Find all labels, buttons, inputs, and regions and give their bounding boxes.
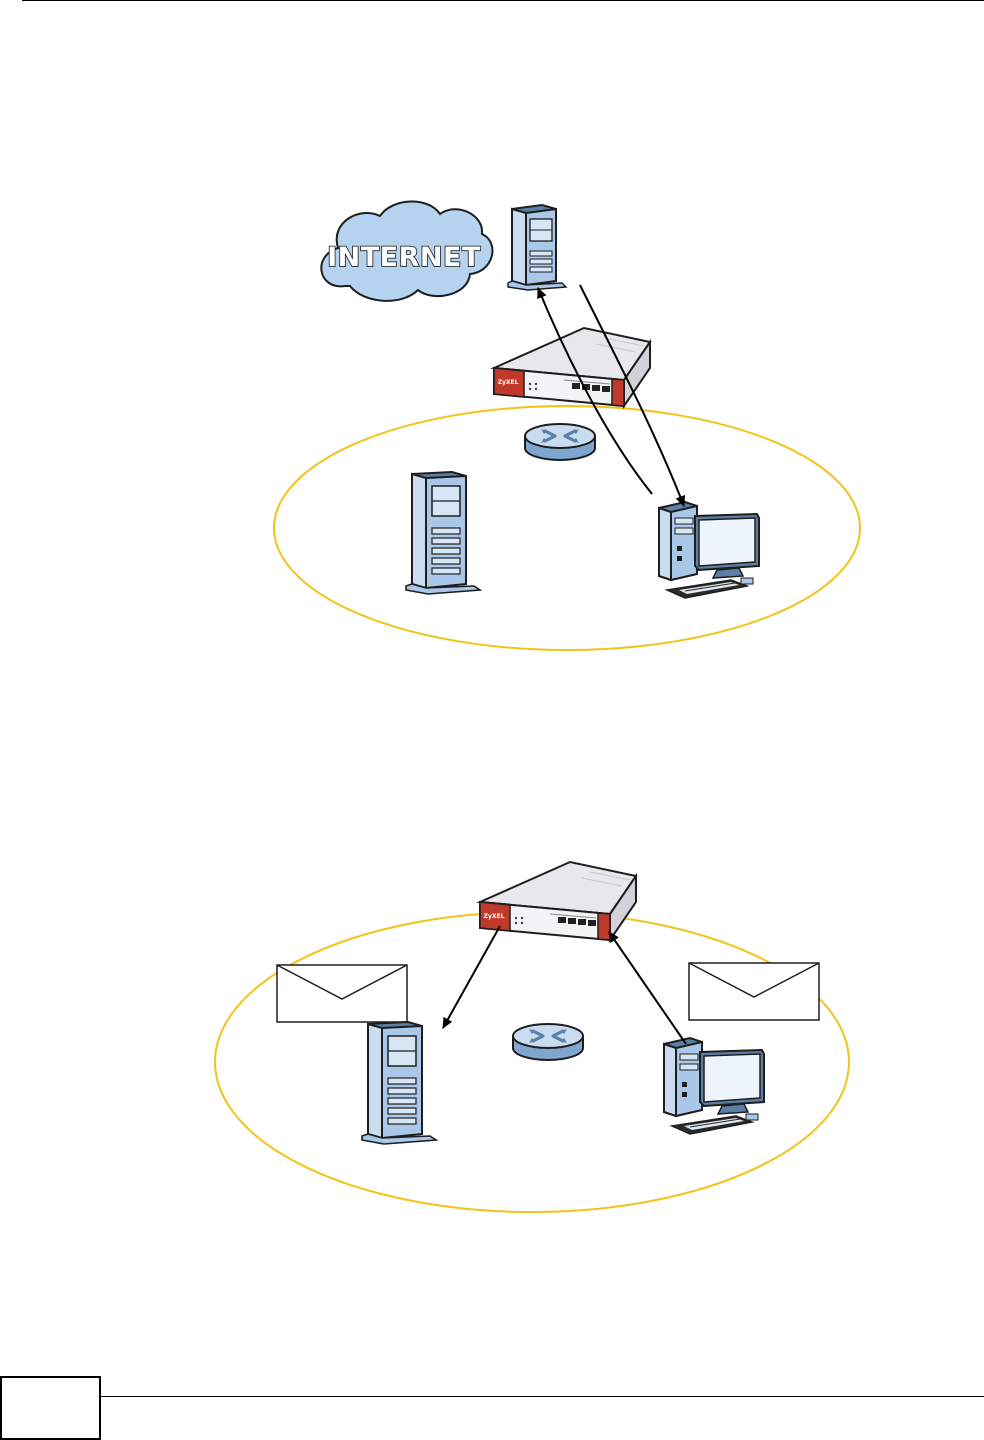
switch-icon — [513, 1024, 583, 1060]
internet-label: INTERNET — [327, 242, 481, 273]
outbound-mail-arrow — [443, 926, 500, 1028]
diagram-2: ZyXEL — [215, 862, 849, 1212]
switch-icon — [525, 424, 595, 460]
envelope-right-icon — [689, 963, 819, 1020]
firewall-brand-label: ZyXEL — [484, 913, 505, 920]
external-server-icon — [508, 205, 566, 290]
inbound-mail-arrow — [609, 932, 686, 1044]
lan-computer-icon — [659, 502, 759, 598]
lan-computer-icon — [664, 1038, 764, 1134]
firewall-device-icon: ZyXEL — [480, 862, 636, 940]
lan-server-icon — [406, 472, 480, 594]
firewall-brand-label: ZyXEL — [498, 379, 519, 386]
envelope-left-icon — [277, 965, 407, 1022]
internet-cloud-icon: INTERNET — [321, 201, 492, 300]
diagram-1: INTERNET ZyXEL — [274, 201, 860, 650]
footer-rule — [101, 1396, 984, 1397]
page-number-box — [0, 1376, 101, 1440]
firewall-device-icon: ZyXEL — [494, 328, 650, 406]
lan-server-icon — [362, 1022, 436, 1144]
